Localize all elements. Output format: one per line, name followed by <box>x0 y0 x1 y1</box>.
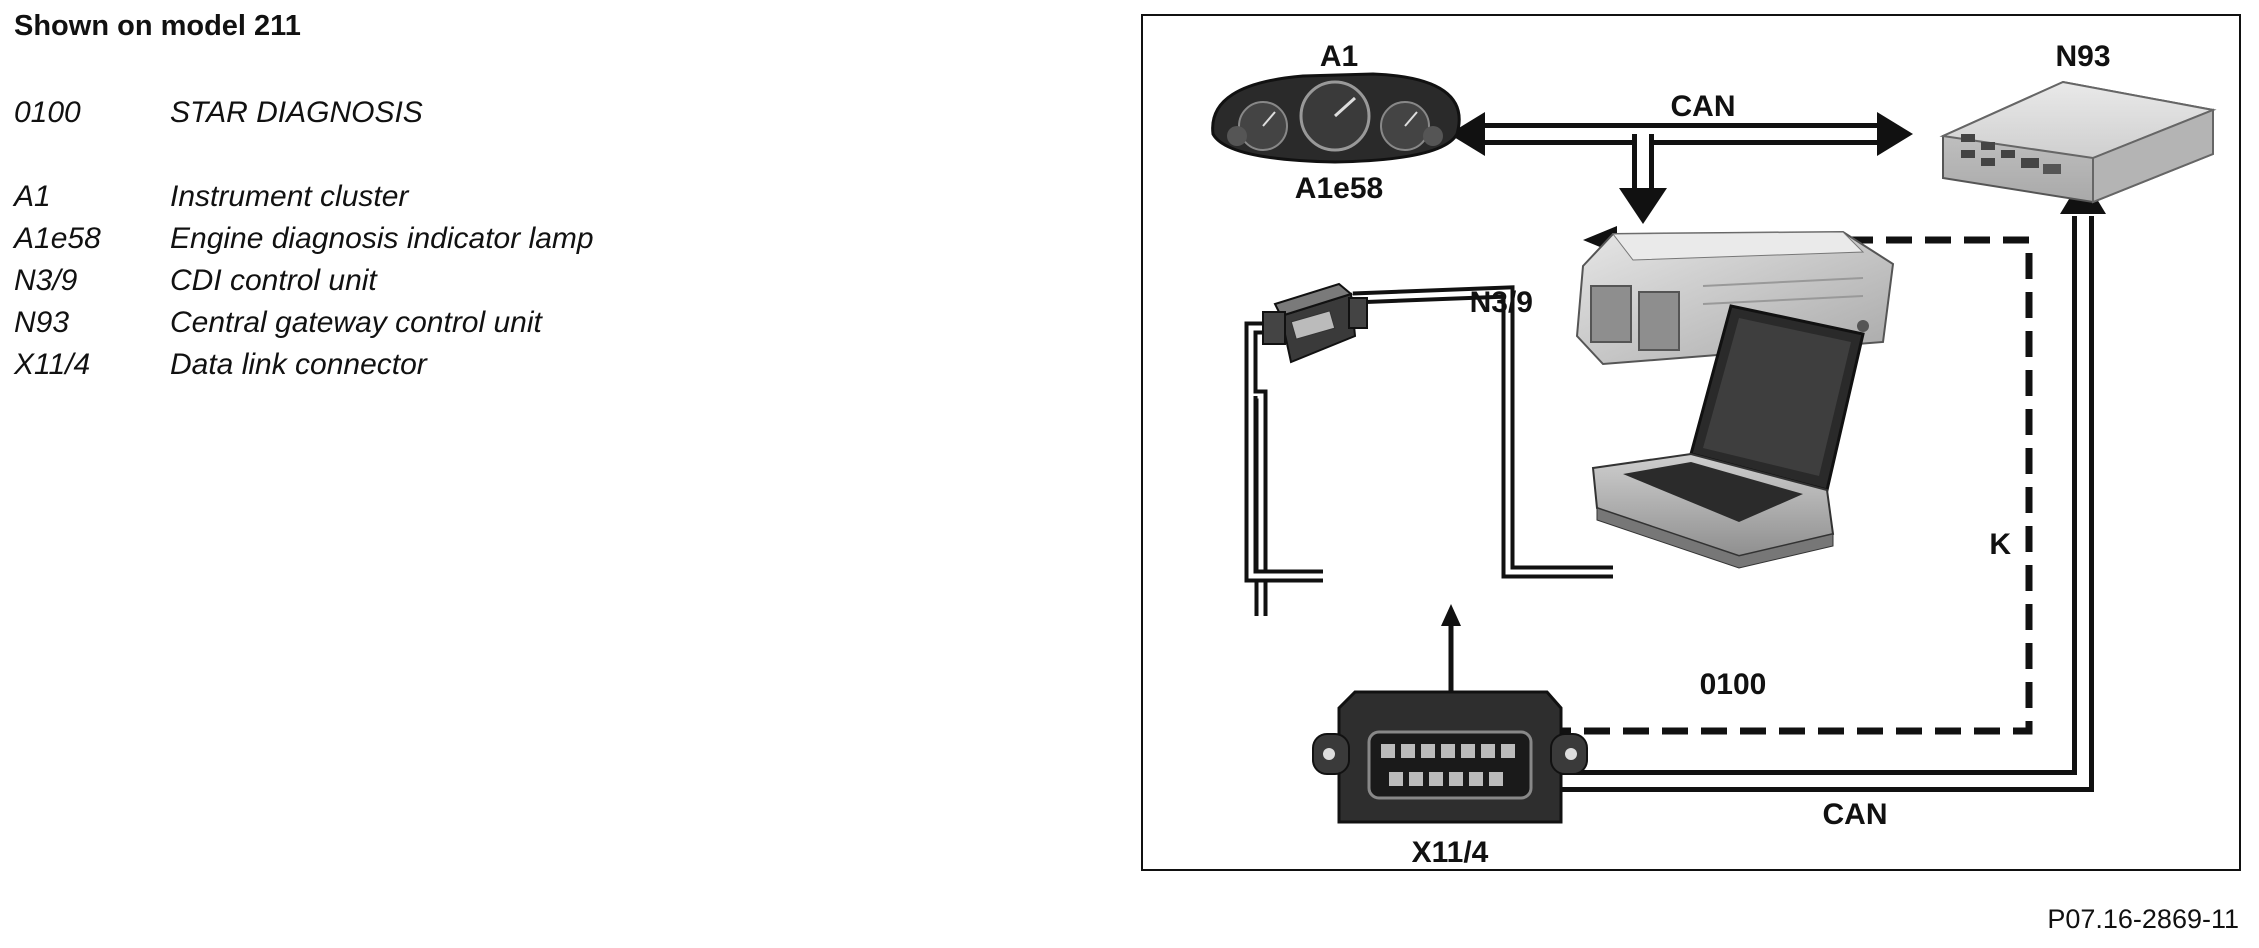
figure-code: P07.16-2869-11 <box>2047 904 2239 934</box>
legend-description: Engine diagnosis indicator lamp <box>170 222 594 255</box>
legend-description: CDI control unit <box>170 264 377 297</box>
label-n93: N93 <box>2055 40 2110 73</box>
label-x114: X11/4 <box>1412 836 1489 869</box>
legend-description: Central gateway control unit <box>170 306 542 339</box>
label-k-line: K <box>1989 528 2011 561</box>
diagnostic-interface-icon <box>1262 282 1368 364</box>
label-can-top: CAN <box>1671 90 1736 123</box>
label-a1: A1 <box>1320 40 1358 73</box>
label-can-bottom: CAN <box>1823 798 1888 831</box>
diagnostic-cables <box>1244 285 1613 728</box>
legend-code: N3/9 <box>14 264 78 297</box>
label-n39: N3/9 <box>1470 286 1533 319</box>
label-a1e58: A1e58 <box>1295 172 1383 205</box>
heading: Shown on model 211 <box>14 10 301 42</box>
legend-code: 0100 <box>14 96 81 129</box>
instrument-cluster-icon <box>1211 72 1461 164</box>
diagram-frame: A1 A1e58 N93 N3/9 CAN CAN K 0100 X11/4 <box>1141 14 2241 871</box>
can-bus-top <box>1449 112 1913 224</box>
legend-code: A1e58 <box>14 222 101 255</box>
laptop-icon <box>1591 304 1865 569</box>
legend-code: N93 <box>14 306 70 339</box>
legend-description: STAR DIAGNOSIS <box>170 96 423 129</box>
legend-code: X11/4 <box>14 348 91 381</box>
label-star-diagnosis: 0100 <box>1700 668 1767 701</box>
arrowhead-left <box>1449 112 1485 156</box>
legend-code: A1 <box>14 180 51 213</box>
gateway-unit-icon <box>1939 80 2217 204</box>
network-diagram: A1 A1e58 N93 N3/9 CAN CAN K 0100 X11/4 <box>1211 40 2217 869</box>
legend-description: Instrument cluster <box>170 180 409 213</box>
data-link-connector-icon <box>1312 690 1588 824</box>
arrowhead-right <box>1877 112 1913 156</box>
legend-description: Data link connector <box>170 348 427 381</box>
arrowhead-down <box>1619 188 1667 224</box>
